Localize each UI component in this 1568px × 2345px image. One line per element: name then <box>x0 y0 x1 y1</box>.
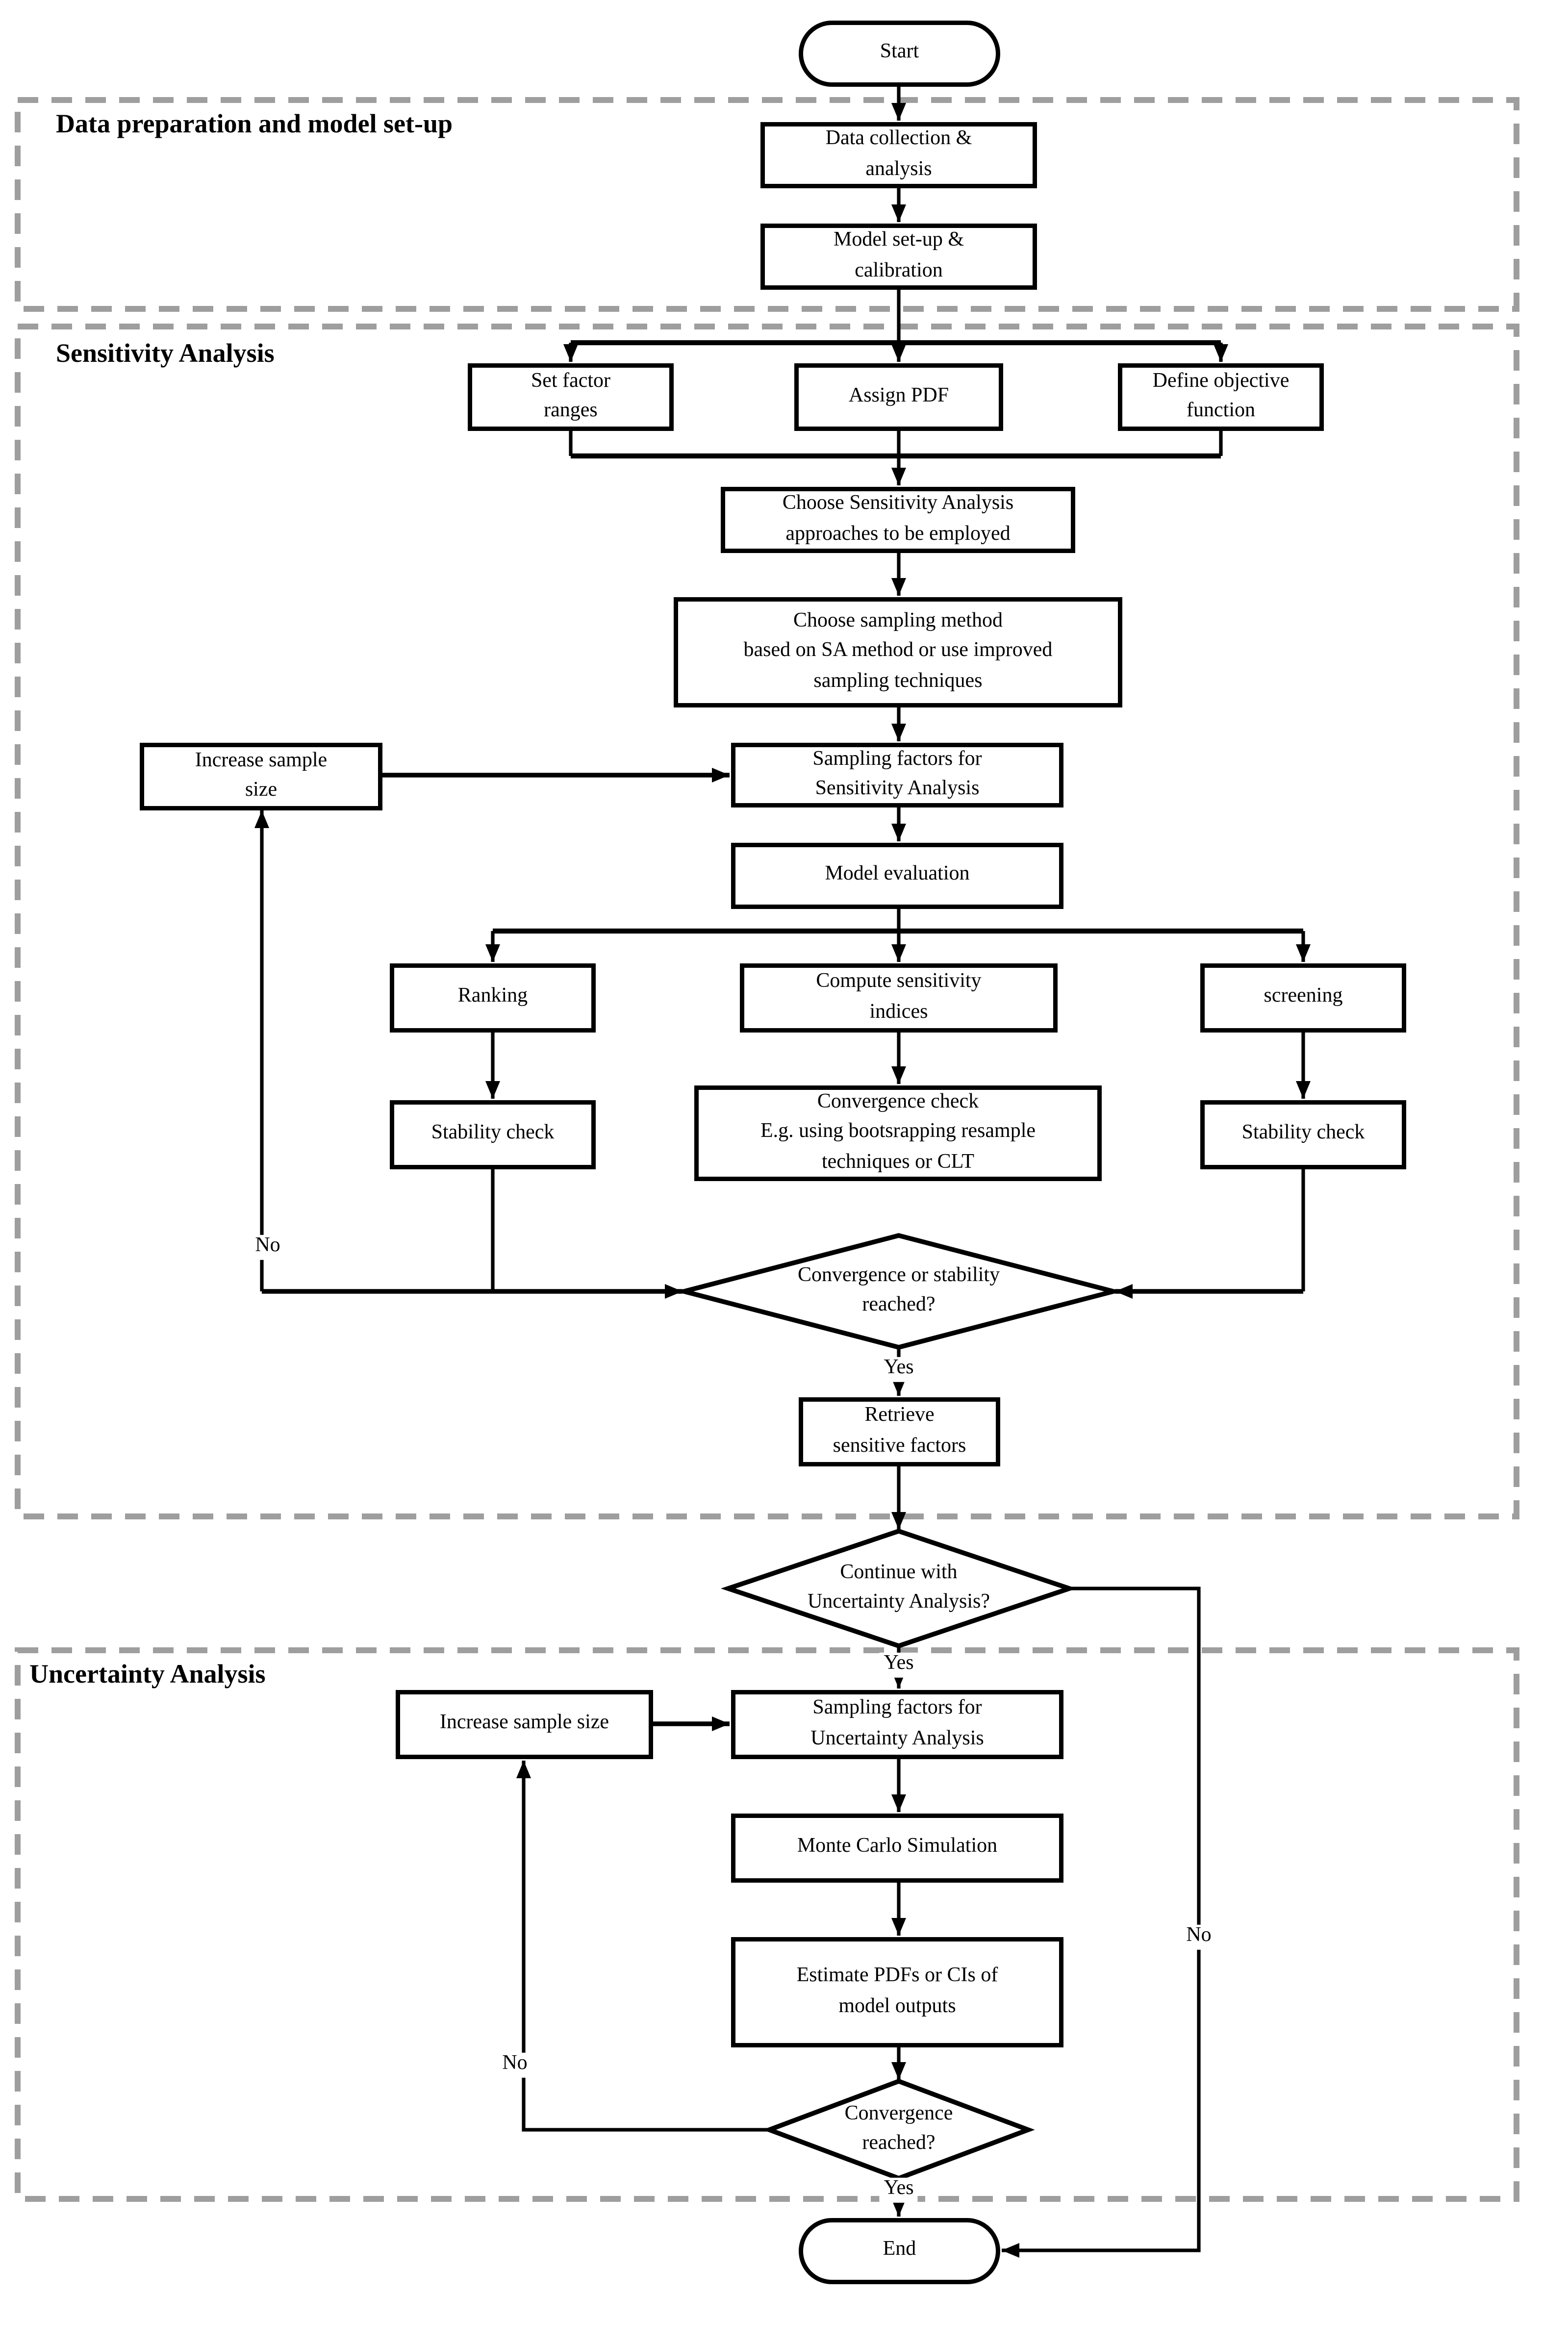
edge-label-no-continue-ua: No <box>1182 1924 1216 1950</box>
node-monte-carlo: Monte Carlo Simulation <box>731 1814 1063 1883</box>
section-border-uncertainty-analysis <box>15 1647 1519 2202</box>
node-estimate-pdfs: Estimate PDFs or CIs of model outputs <box>731 1937 1063 2047</box>
decision-diamond-continue-ua <box>720 1528 1077 1649</box>
section-label-data-preparation: Data preparation and model set-up <box>56 109 453 138</box>
edge-label-yes-convergence-stability: Yes <box>879 1357 918 1382</box>
node-compute-indices: Compute sensitivity indices <box>740 963 1058 1033</box>
edge-label-no-uncertainty-loop: No <box>498 2052 532 2078</box>
node-increase-sample-ua: Increase sample size <box>396 1690 653 1759</box>
section-label-sensitivity-analysis: Sensitivity Analysis <box>56 338 275 368</box>
node-assign-pdf: Assign PDF <box>794 363 1003 431</box>
decision-convergence-reached-label: Convergence reached? <box>844 2103 953 2155</box>
section-border-data-preparation <box>15 97 1519 312</box>
edge-label-no-sensitivity-loop: No <box>251 1235 285 1260</box>
node-increase-sample-sa: Increase sample size <box>140 743 382 810</box>
section-label-uncertainty-analysis: Uncertainty Analysis <box>29 1659 266 1689</box>
decision-diamond-convergence-stability <box>674 1233 1123 1350</box>
node-retrieve-sensitive-factors: Retrieve sensitive factors <box>799 1397 1000 1466</box>
decision-diamonds <box>674 1233 1123 2181</box>
node-sampling-factors-sa: Sampling factors for Sensitivity Analysi… <box>731 743 1063 807</box>
node-end: End <box>799 2218 1000 2284</box>
node-start: Start <box>799 21 1000 87</box>
edge-decision3-no-to-increase-sample-ua <box>516 1761 769 2132</box>
node-screening: screening <box>1200 963 1406 1033</box>
node-stability-check-right: Stability check <box>1200 1100 1406 1169</box>
node-choose-sampling-method: Choose sampling method based on SA metho… <box>674 597 1122 707</box>
node-choose-sa-approaches: Choose Sensitivity Analysis approaches t… <box>721 487 1075 553</box>
edge-label-yes-continue-ua: Yes <box>879 1652 918 1678</box>
flow-lines <box>254 87 1311 2258</box>
section-border-sensitivity-analysis <box>15 324 1519 1519</box>
decision-continue-ua-label: Continue with Uncertainty Analysis? <box>807 1562 990 1614</box>
edge-label-yes-convergence-reached: Yes <box>879 2177 918 2203</box>
node-stability-check-left: Stability check <box>390 1100 596 1169</box>
node-convergence-check: Convergence check E.g. using bootsrappin… <box>694 1085 1102 1181</box>
node-model-setup: Model set-up & calibration <box>760 224 1037 290</box>
decision-convergence-stability-label: Convergence or stability reached? <box>797 1264 1000 1316</box>
node-ranking: Ranking <box>390 963 596 1033</box>
node-data-collection: Data collection & analysis <box>760 122 1037 188</box>
node-define-objective: Define objective function <box>1118 363 1324 431</box>
edge-decision2-no-to-end <box>1002 1587 1201 2258</box>
section-borders <box>15 97 1519 2202</box>
node-sampling-factors-ua: Sampling factors for Uncertainty Analysi… <box>731 1690 1063 1759</box>
node-model-evaluation: Model evaluation <box>731 843 1063 909</box>
node-set-factor-ranges: Set factor ranges <box>468 363 674 431</box>
